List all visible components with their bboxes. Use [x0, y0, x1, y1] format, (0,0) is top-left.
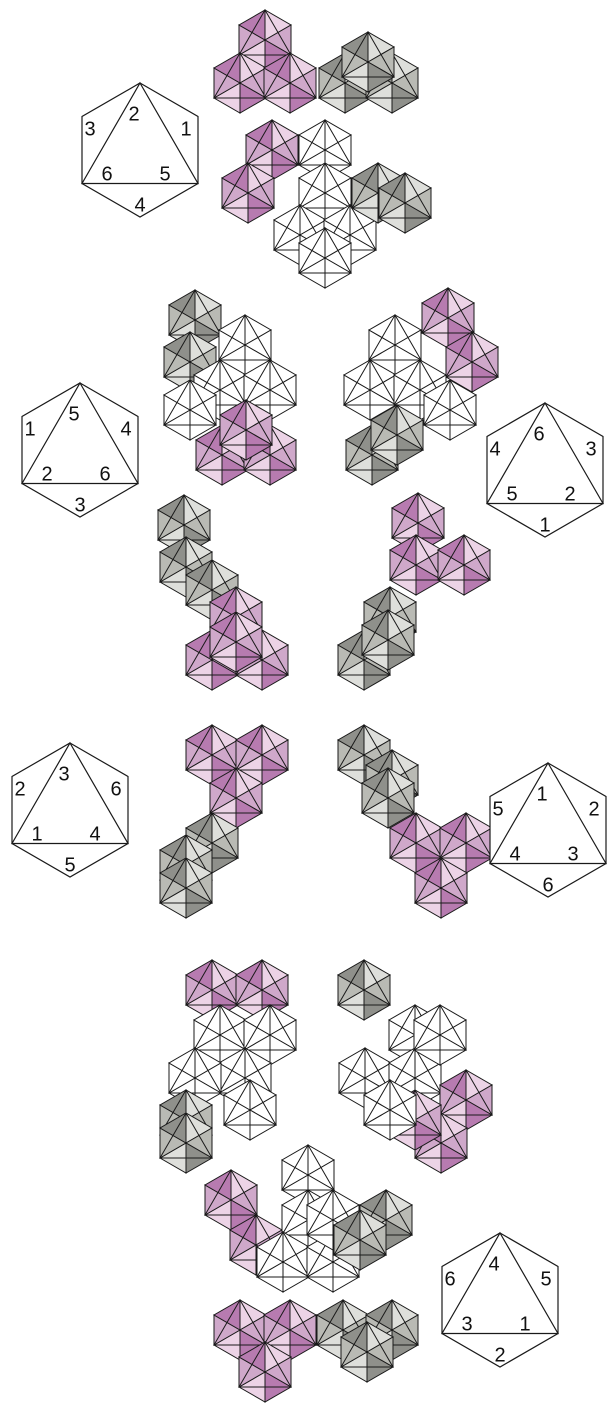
hex-cluster-row1-bottom	[222, 120, 431, 288]
hex-cluster-row6-top	[205, 1145, 412, 1292]
hex-cluster-row5-left	[160, 960, 296, 1173]
key-hexagon-label: 4	[120, 418, 131, 440]
key-hex-3: 6 3 215 4	[487, 403, 603, 537]
key-hexagon-label: 2	[128, 103, 139, 125]
key-hexagon-label: 4	[509, 843, 520, 865]
key-hexagon-label: 2	[494, 1344, 505, 1366]
key-hexagon-label: 3	[567, 843, 578, 865]
hex-cluster-row4-right	[338, 725, 492, 918]
key-hexagon-label: 2	[564, 483, 575, 505]
key-hexagon-label: 6	[444, 1268, 455, 1290]
key-hexagon-label: 1	[539, 514, 550, 536]
key-hex-4: 3 6 451 2	[12, 743, 128, 877]
key-hexagon-label: 1	[519, 1313, 530, 1335]
pink-hexagon	[438, 535, 490, 595]
key-hexagon-label: 4	[89, 823, 100, 845]
key-hexagon-label: 2	[588, 798, 599, 820]
key-hex-6: 4 5 123 6	[442, 1233, 558, 1367]
key-hexagon-label: 6	[99, 463, 110, 485]
key-hex-5: 1 2 364 5	[490, 763, 606, 897]
hex-cluster-row2-left	[164, 290, 296, 485]
key-hex-1: 2 1 546 3	[82, 83, 198, 217]
key-hexagon-label: 2	[41, 463, 52, 485]
key-hexagon-label: 3	[74, 494, 85, 516]
key-hexagon-label: 6	[533, 423, 544, 445]
key-hexagon-label: 5	[492, 798, 503, 820]
key-hexagon-label: 1	[24, 418, 35, 440]
key-hexagon-label: 3	[84, 118, 95, 140]
key-hexagon-label: 3	[585, 438, 596, 460]
key-hexagon-label: 6	[110, 778, 121, 800]
hex-cluster-row5-right	[338, 960, 492, 1173]
key-hexagon-label: 5	[64, 854, 75, 876]
hex-cluster-row6-bottom	[214, 1300, 418, 1402]
key-hexagon-label: 4	[489, 438, 500, 460]
key-hexagon-label: 5	[506, 483, 517, 505]
hex-cluster-row3-right	[338, 493, 490, 690]
hex-cluster-row3-left	[158, 495, 288, 690]
key-hex-2: 5 4 632 1	[22, 383, 138, 517]
hex-cluster-row4-left	[160, 725, 288, 918]
key-hexagon-label: 2	[14, 778, 25, 800]
key-hexagon-label: 1	[31, 823, 42, 845]
key-hexagon-label: 5	[159, 163, 170, 185]
key-hexagon-label: 1	[536, 783, 547, 805]
hex-cluster-row2-right	[344, 288, 498, 485]
hex-cluster-row1-top	[214, 10, 418, 113]
key-hexagon-label: 5	[68, 403, 79, 425]
key-hexagon-label: 3	[58, 763, 69, 785]
key-hexagon-label: 6	[101, 163, 112, 185]
key-hexagon-label: 4	[488, 1253, 499, 1275]
hexagon-clusters	[158, 10, 498, 1402]
key-hexagon-label: 1	[180, 118, 191, 140]
key-hexagon-label: 3	[461, 1313, 472, 1335]
key-hexagon-label: 4	[134, 194, 145, 216]
key-hexagon-label: 6	[542, 874, 553, 896]
grey-hexagon	[338, 960, 390, 1020]
key-hexagon-label: 5	[540, 1268, 551, 1290]
